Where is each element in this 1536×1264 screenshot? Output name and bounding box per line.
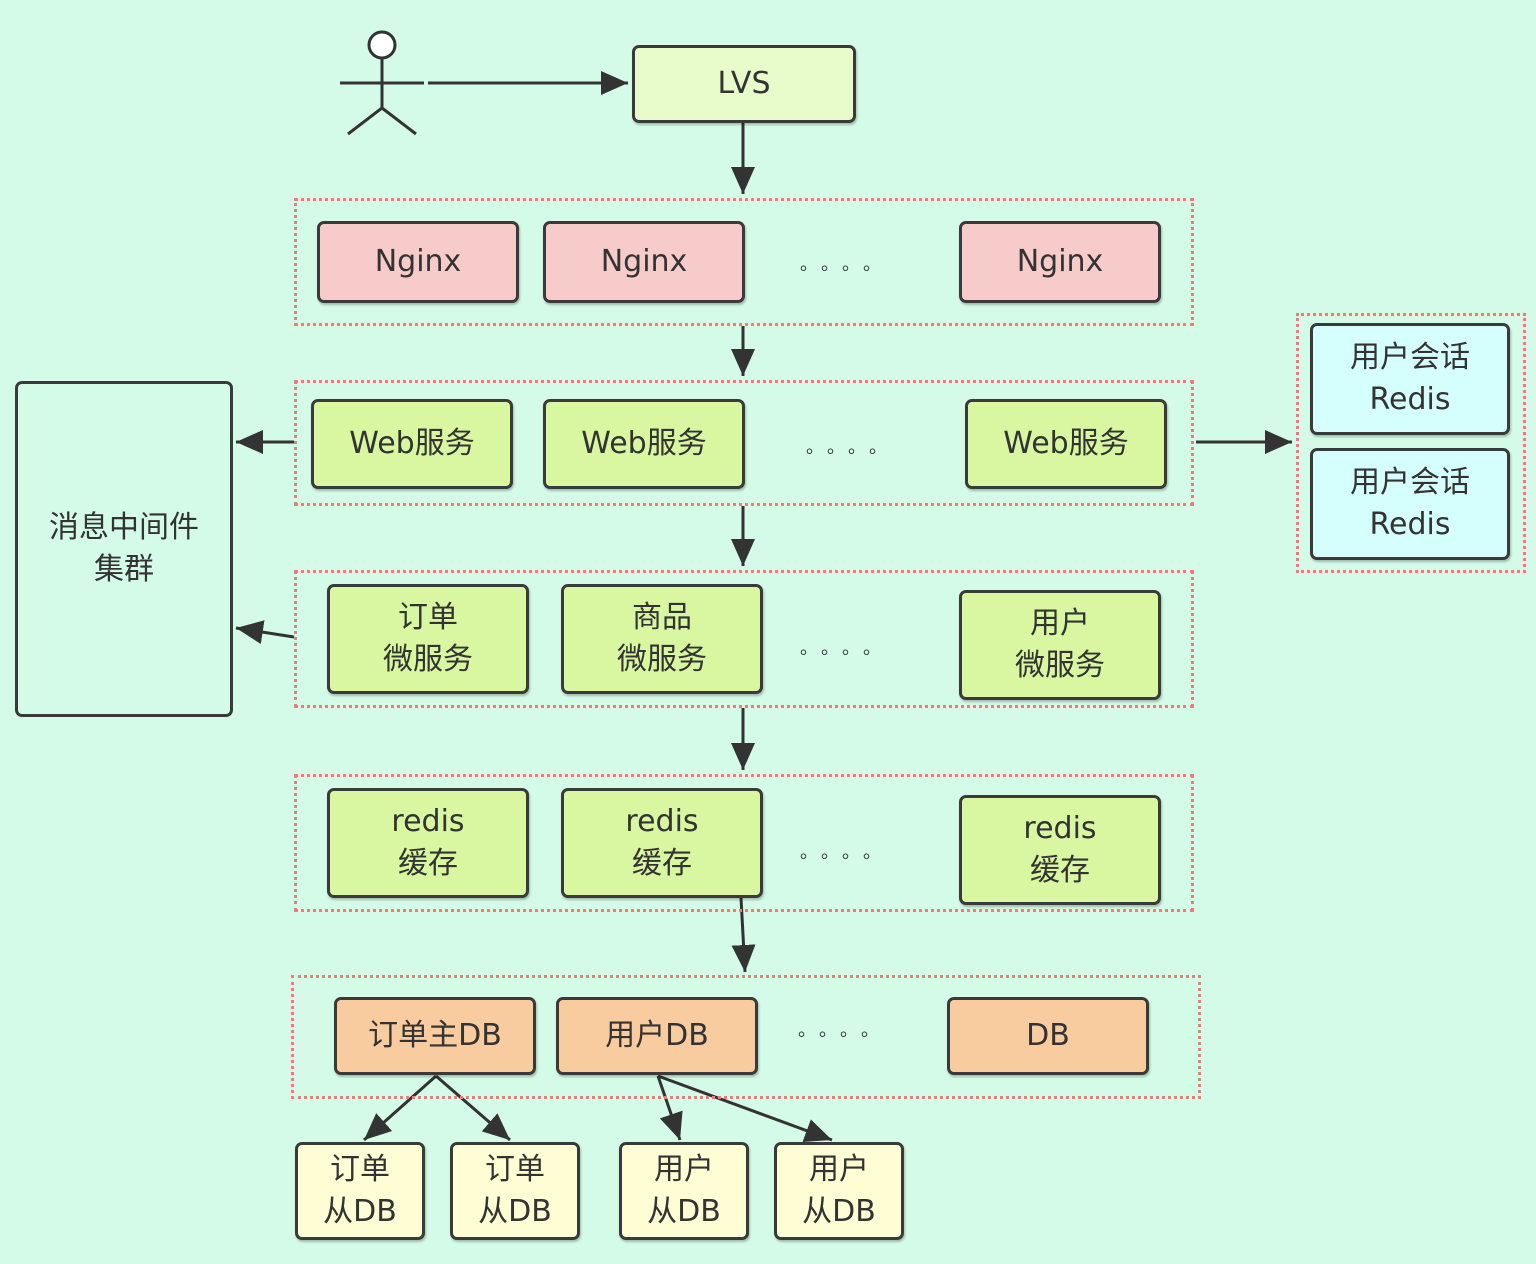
db-node-user[interactable]: 用户DB (556, 997, 758, 1075)
web-service-group (294, 380, 1194, 506)
cache-group (294, 774, 1194, 912)
session-redis-node[interactable]: 用户会话 Redis (1310, 448, 1510, 560)
redis-cache-node[interactable]: redis 缓存 (959, 795, 1161, 905)
nginx-node[interactable]: Nginx (317, 221, 519, 303)
web-service-node[interactable]: Web服务 (543, 399, 745, 489)
microservice-node[interactable]: 用户 微服务 (959, 590, 1161, 700)
message-queue-cluster[interactable]: 消息中间件 集群 (15, 381, 233, 717)
microservice-node[interactable]: 商品 微服务 (561, 584, 763, 694)
db-node[interactable]: DB (947, 997, 1149, 1075)
redis-cache-node[interactable]: redis 缓存 (561, 788, 763, 898)
arrow-userdb-replica1 (656, 1075, 683, 1141)
db-group (291, 975, 1201, 1099)
redis-cache-node[interactable]: redis 缓存 (327, 788, 529, 898)
session-redis-node[interactable]: 用户会话 Redis (1310, 323, 1510, 435)
arrow-userdb-replica2 (657, 1074, 833, 1142)
nginx-group (294, 198, 1194, 326)
nginx-node[interactable]: Nginx (543, 221, 745, 303)
arrow-micro-mq (235, 620, 295, 644)
microservice-group (294, 570, 1194, 708)
nginx-node[interactable]: Nginx (959, 221, 1161, 303)
replica-db-node[interactable]: 用户 从DB (619, 1142, 749, 1240)
nginx-ellipsis: 。。。。 (800, 254, 893, 275)
cache-ellipsis: 。。。。 (800, 842, 893, 863)
session-redis-group (1296, 313, 1526, 573)
microservice-node[interactable]: 订单 微服务 (327, 584, 529, 694)
actor-head (367, 30, 397, 60)
db-ellipsis: 。。。。 (798, 1020, 891, 1041)
replica-db-node[interactable]: 用户 从DB (774, 1142, 904, 1240)
web-service-node[interactable]: Web服务 (965, 399, 1167, 489)
actor-leg-left (347, 106, 383, 136)
replica-db-node[interactable]: 订单 从DB (295, 1142, 425, 1240)
arrow-orderdb-replica1 (363, 1074, 437, 1142)
lvs-node[interactable]: LVS (632, 45, 856, 123)
web-ellipsis: 。。。。 (806, 437, 899, 458)
replica-db-node[interactable]: 订单 从DB (450, 1142, 580, 1240)
actor-leg-right (381, 106, 417, 136)
microservice-ellipsis: 。。。。 (800, 638, 893, 659)
db-node-order-master[interactable]: 订单主DB (334, 997, 536, 1075)
web-service-node[interactable]: Web服务 (311, 399, 513, 489)
arrow-orderdb-replica2 (435, 1074, 511, 1142)
